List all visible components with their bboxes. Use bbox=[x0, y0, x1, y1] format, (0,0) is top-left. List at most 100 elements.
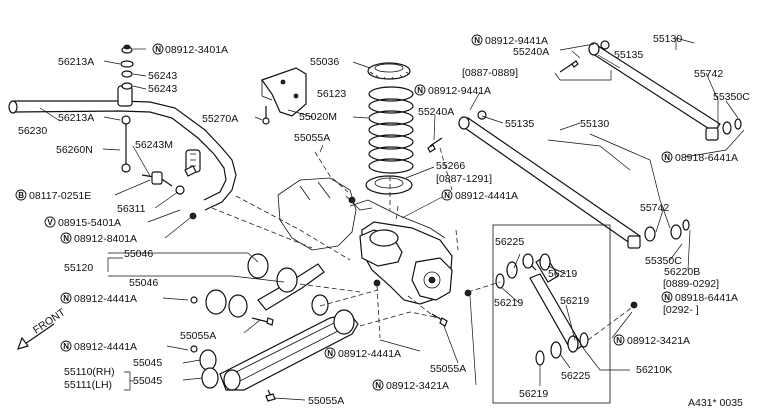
nut-symbol: N bbox=[661, 151, 673, 163]
upper-link-short bbox=[559, 40, 742, 141]
label-55130: 55130 bbox=[580, 118, 609, 130]
label-56210k: 56210K bbox=[636, 364, 672, 376]
label-56219: 56219 bbox=[494, 297, 523, 309]
lateral-link bbox=[190, 253, 325, 318]
svg-text:N: N bbox=[375, 381, 381, 390]
upper-link-long bbox=[427, 110, 690, 249]
svg-text:N: N bbox=[664, 293, 670, 302]
label-56220b-range: [0889-0292] bbox=[663, 278, 719, 290]
label-56220b: 56220B bbox=[664, 266, 700, 278]
label-08912-3421a: 08912-3421A bbox=[386, 380, 449, 392]
spring-upper-seat bbox=[367, 62, 411, 80]
nut-symbol: N bbox=[60, 292, 72, 304]
coil-spring bbox=[368, 86, 414, 174]
svg-text:N: N bbox=[63, 294, 69, 303]
spring-lower-seat bbox=[365, 175, 413, 195]
label-08912-3421a: 08912-3421A bbox=[627, 335, 690, 347]
bolt-symbol: B bbox=[15, 189, 27, 201]
label-55110-rh: 55110(RH) bbox=[64, 366, 115, 378]
label-08912-4441a: 08912-4441A bbox=[74, 293, 137, 305]
shock-absorber bbox=[495, 253, 638, 366]
label-55020m: 55020M bbox=[299, 111, 337, 123]
label-56123: 56123 bbox=[317, 88, 346, 100]
label-0887-0889-range: [0887-0889] bbox=[462, 67, 518, 79]
label-55045: 55045 bbox=[133, 375, 162, 387]
svg-text:N: N bbox=[616, 336, 622, 345]
svg-text:N: N bbox=[63, 234, 69, 243]
svg-text:N: N bbox=[664, 153, 670, 162]
label-55266: 55266 bbox=[436, 160, 465, 172]
label-55270a: 55270A bbox=[202, 113, 238, 125]
label-56213a: 56213A bbox=[58, 56, 94, 68]
label-56230: 56230 bbox=[18, 125, 47, 137]
nut-symbol: N bbox=[471, 34, 483, 46]
svg-text:N: N bbox=[444, 191, 450, 200]
label-56225: 56225 bbox=[561, 370, 590, 382]
label-55266-range: [0887-1291] bbox=[436, 173, 492, 185]
nut-symbol: N bbox=[414, 84, 426, 96]
svg-text:N: N bbox=[417, 86, 423, 95]
part-labels: 56213A 08912-3401A 56243 56243 56213A 56… bbox=[18, 33, 750, 407]
bump-stop-bracket bbox=[261, 67, 307, 125]
label-55055a: 55055A bbox=[430, 363, 466, 375]
label-08918-6441a: 08918-6441A bbox=[675, 152, 738, 164]
label-08912-9441a: 08912-9441A bbox=[485, 35, 548, 47]
assembly-lines bbox=[211, 147, 635, 341]
label-55055a: 55055A bbox=[308, 395, 344, 407]
label-55111-lh: 55111(LH) bbox=[64, 379, 112, 391]
label-08912-4441a: 08912-4441A bbox=[74, 341, 137, 353]
nut-symbol: N bbox=[613, 334, 625, 346]
label-55350c: 55350C bbox=[645, 255, 682, 267]
label-55742: 55742 bbox=[694, 68, 723, 80]
nut-symbol: N bbox=[372, 379, 384, 391]
lower-link bbox=[219, 294, 359, 391]
label-56213a: 56213A bbox=[58, 112, 94, 124]
nut-symbol: N bbox=[324, 347, 336, 359]
diagram-code: A431* 0035 bbox=[688, 397, 743, 409]
svg-text:N: N bbox=[63, 342, 69, 351]
label-56243m: 56243M bbox=[135, 139, 173, 151]
label-55135: 55135 bbox=[614, 49, 643, 61]
front-direction-indicator: FRONT bbox=[17, 306, 68, 350]
svg-text:N: N bbox=[327, 349, 333, 358]
label-56243: 56243 bbox=[148, 83, 177, 95]
leader-lines bbox=[39, 37, 745, 401]
label-08918-6441a: 08918-6441A bbox=[675, 292, 738, 304]
nut-symbol: N bbox=[441, 189, 453, 201]
svg-text:N: N bbox=[474, 36, 480, 45]
label-55742: 55742 bbox=[640, 202, 669, 214]
label-55046: 55046 bbox=[124, 248, 153, 260]
label-55350c: 55350C bbox=[713, 91, 750, 103]
label-55240a: 55240A bbox=[513, 46, 549, 58]
label-56219: 56219 bbox=[519, 388, 548, 400]
label-55046: 55046 bbox=[129, 277, 158, 289]
label-55055a: 55055A bbox=[294, 132, 330, 144]
svg-text:V: V bbox=[47, 218, 53, 227]
svg-text:B: B bbox=[18, 191, 24, 200]
label-08117-0251e: 08117-0251E bbox=[29, 190, 91, 202]
label-56311: 56311 bbox=[117, 203, 146, 215]
label-55135: 55135 bbox=[505, 118, 534, 130]
label-08915-5401a: 08915-5401A bbox=[58, 217, 121, 229]
label-56243: 56243 bbox=[148, 70, 177, 82]
label-55120: 55120 bbox=[64, 262, 93, 274]
stabilizer-link bbox=[121, 115, 173, 187]
label-08912-4441a: 08912-4441A bbox=[455, 190, 518, 202]
stabilizer-bushings bbox=[117, 85, 201, 173]
label-56219: 56219 bbox=[560, 295, 589, 307]
shock-absorber-box bbox=[492, 224, 611, 404]
label-55130: 55130 bbox=[653, 33, 682, 45]
axle-housing bbox=[277, 177, 453, 305]
nut-symbol: N bbox=[60, 340, 72, 352]
label-55240a: 55240A bbox=[418, 106, 454, 118]
nut-symbol: N bbox=[661, 291, 673, 303]
washer-symbol: V bbox=[44, 216, 56, 228]
label-55036: 55036 bbox=[310, 56, 339, 68]
label-08912-3401a: 08912-3401A bbox=[165, 44, 228, 56]
svg-text:N: N bbox=[155, 45, 161, 54]
label-08912-8401a: 08912-8401A bbox=[74, 233, 137, 245]
label-08912-4441a: 08912-4441A bbox=[338, 348, 401, 360]
stabilizer-bar bbox=[8, 100, 237, 211]
front-label: FRONT bbox=[31, 306, 68, 336]
